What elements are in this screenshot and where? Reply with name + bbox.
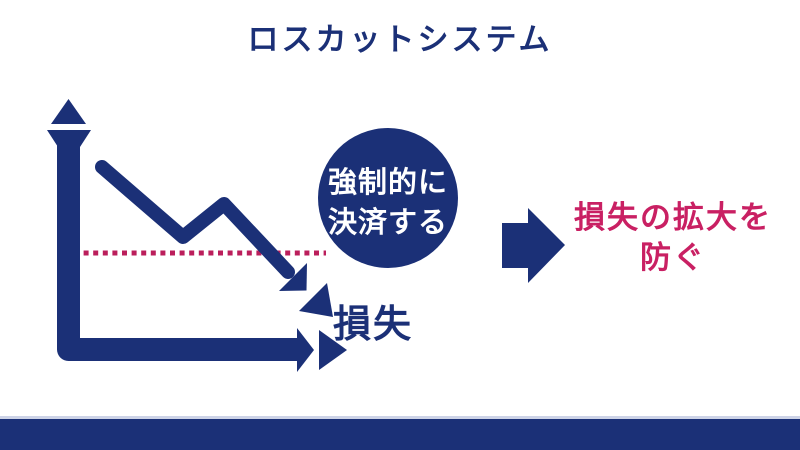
price-trend-arrow xyxy=(95,160,333,317)
bottom-bar xyxy=(0,416,800,450)
result-block-arrow-icon xyxy=(502,208,565,283)
axes-lines xyxy=(57,144,297,361)
price-trend-arrowhead-tip xyxy=(299,283,333,317)
circle-text-line1: 強制的に xyxy=(327,167,448,199)
forced-settlement-circle: 強制的に 決済する xyxy=(318,128,458,268)
price-trend-line xyxy=(95,160,295,279)
loss-label: 損失 xyxy=(333,304,414,346)
result-text: 損失の拡大を 防ぐ xyxy=(563,198,783,278)
page-title: ロスカットシステム xyxy=(247,22,553,57)
result-line2: 防ぐ xyxy=(640,240,706,275)
y-axis-arrowhead-tip xyxy=(51,99,86,124)
axes xyxy=(47,99,347,372)
result-line1: 損失の拡大を xyxy=(574,200,772,235)
x-axis-arrowhead-tip xyxy=(319,330,347,370)
price-trend-arrowhead-base xyxy=(279,263,307,291)
x-axis-arrowhead-base xyxy=(297,328,314,372)
y-axis-arrowhead-base xyxy=(47,130,91,147)
circle-text-line2: 決済する xyxy=(327,207,448,239)
